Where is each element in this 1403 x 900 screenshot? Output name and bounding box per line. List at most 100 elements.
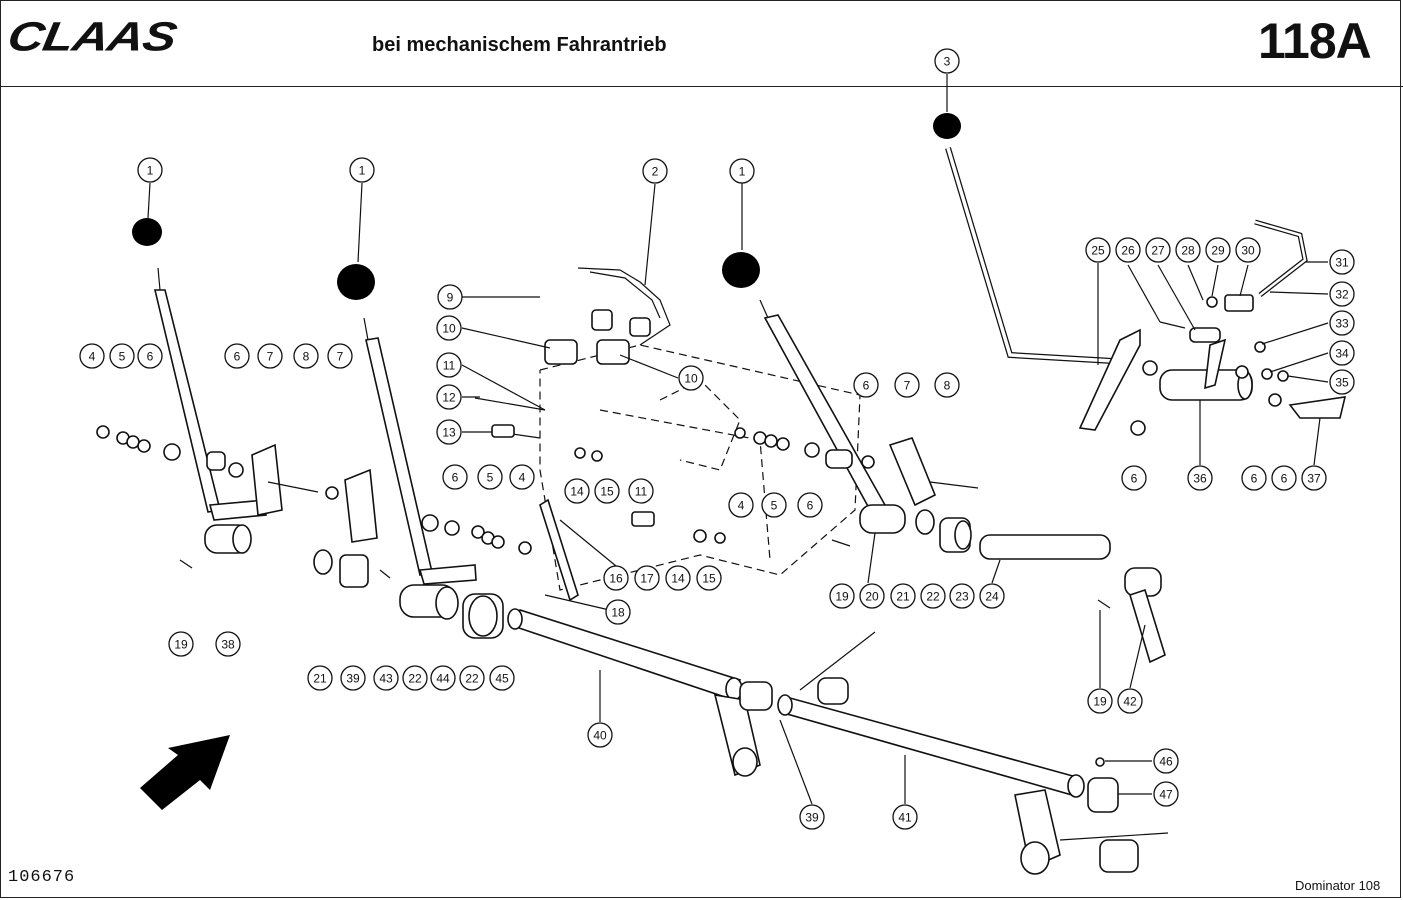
callout-label: 32 (1335, 288, 1349, 302)
callout-label: 3 (944, 55, 951, 69)
lever-knob (722, 252, 760, 288)
lever-42 (1097, 567, 1166, 664)
callout-circle (979, 583, 1005, 609)
callout-circle (257, 343, 283, 369)
callout-label: 6 (1251, 472, 1258, 486)
callout-circle (477, 464, 503, 490)
callout-circle (642, 158, 668, 184)
callout-label: 16 (609, 572, 623, 586)
shaft-40 (507, 608, 773, 777)
callout-label: 6 (807, 499, 814, 513)
callout-label: 31 (1335, 256, 1349, 270)
callout-label: 1 (739, 165, 746, 179)
callout-circle (1329, 310, 1355, 336)
callout-38: 38 (215, 631, 241, 657)
callout-label: 26 (1121, 244, 1135, 258)
callout-circle (430, 665, 456, 691)
callout-40: 40 (587, 722, 613, 748)
callout-label: 29 (1211, 244, 1225, 258)
callout-44: 44 (430, 665, 456, 691)
callout-label: 42 (1123, 695, 1137, 709)
callout-label: 8 (303, 350, 310, 364)
callout-circle (109, 343, 135, 369)
callout-label: 6 (452, 471, 459, 485)
callout-circle (859, 583, 885, 609)
callout-label: 19 (835, 590, 849, 604)
callout-label: 43 (379, 672, 393, 686)
callout-circle (137, 157, 163, 183)
callout-15: 15 (696, 565, 722, 591)
callout-5: 5 (761, 492, 787, 518)
callout-circle (224, 343, 250, 369)
callout-22: 22 (459, 665, 485, 691)
callout-10: 10 (436, 315, 462, 341)
callout-19: 19 (829, 583, 855, 609)
document-number: 106676 (8, 868, 76, 887)
callout-label: 35 (1335, 376, 1349, 390)
callout-46: 46 (1153, 748, 1179, 774)
callout-label: 14 (671, 572, 685, 586)
callout-6: 6 (853, 372, 879, 398)
model-name: Dominator 108 (1295, 878, 1381, 893)
callout-label: 2 (652, 165, 659, 179)
lever-rod (763, 314, 887, 511)
callout-39: 39 (340, 665, 366, 691)
callout-circle (894, 372, 920, 398)
callout-label: 30 (1241, 244, 1255, 258)
switch-assembly (544, 267, 671, 365)
callout-label: 7 (337, 350, 344, 364)
callout-label: 19 (174, 638, 188, 652)
callout-circle (949, 583, 975, 609)
callout-36: 36 (1187, 465, 1213, 491)
callout-circle (1117, 688, 1143, 714)
callout-circle (215, 631, 241, 657)
callout-label: 21 (896, 590, 910, 604)
callout-circle (678, 365, 704, 391)
callout-circle (1175, 237, 1201, 263)
callout-circle (437, 284, 463, 310)
callout-5: 5 (477, 464, 503, 490)
left-lever (96, 218, 319, 569)
callout-26: 26 (1115, 237, 1141, 263)
callout-label: 46 (1159, 755, 1173, 769)
callout-label: 11 (443, 359, 456, 373)
callout-35: 35 (1329, 369, 1355, 395)
callout-6: 6 (1271, 465, 1297, 491)
callout-circle (489, 665, 515, 691)
direction-arrow (140, 735, 230, 810)
callout-circle (307, 665, 333, 691)
leader-lines (147, 74, 1329, 805)
header-divider (0, 86, 1403, 87)
callout-label: 7 (904, 379, 911, 393)
callout-6: 6 (1241, 465, 1267, 491)
callout-31: 31 (1329, 249, 1355, 275)
callout-30: 30 (1235, 237, 1261, 263)
callout-1: 1 (349, 157, 375, 183)
callout-22: 22 (402, 665, 428, 691)
callout-label: 7 (267, 350, 274, 364)
callout-circle (728, 492, 754, 518)
callout-label: 44 (436, 672, 450, 686)
callout-circle (594, 478, 620, 504)
callout-circle (402, 665, 428, 691)
callout-21: 21 (890, 583, 916, 609)
callout-circle (603, 565, 629, 591)
callout-label: 19 (1093, 695, 1107, 709)
lever-knob (337, 264, 375, 300)
callout-17: 17 (634, 565, 660, 591)
callout-47: 47 (1153, 781, 1179, 807)
callout-25: 25 (1085, 237, 1111, 263)
callout-1: 1 (137, 157, 163, 183)
callout-label: 24 (985, 590, 999, 604)
callout-circle (1241, 465, 1267, 491)
callout-11: 11 (436, 352, 462, 378)
callout-45: 45 (489, 665, 515, 691)
callout-34: 34 (1329, 340, 1355, 366)
callout-13: 13 (436, 419, 462, 445)
callout-5: 5 (109, 343, 135, 369)
callout-6: 6 (797, 492, 823, 518)
callout-circle (1145, 237, 1171, 263)
callout-label: 22 (465, 672, 479, 686)
callout-label: 12 (442, 391, 456, 405)
